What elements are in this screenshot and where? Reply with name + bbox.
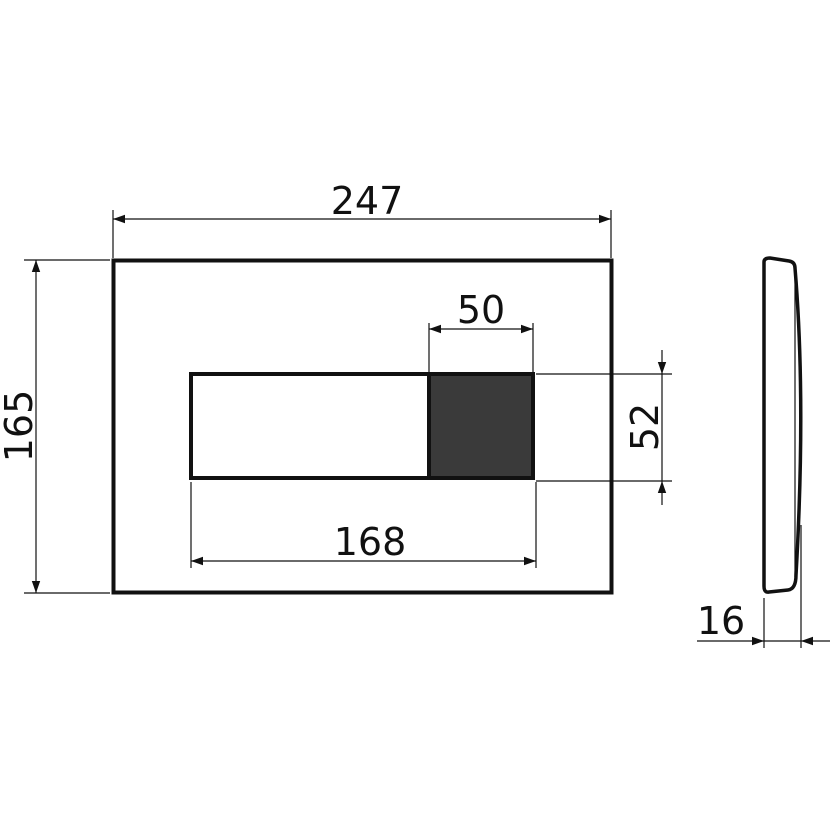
side-view-profile [762,256,803,594]
front-plate [111,258,614,595]
label-small-button-width: 50 [457,288,505,332]
label-plate-height: 165 [0,390,41,463]
label-thickness: 16 [697,599,745,643]
label-plate-width: 247 [331,179,404,223]
small-flush-button [427,372,535,480]
label-button-height: 52 [623,403,667,451]
label-button-group-width: 168 [334,520,407,564]
large-flush-button [189,372,431,480]
